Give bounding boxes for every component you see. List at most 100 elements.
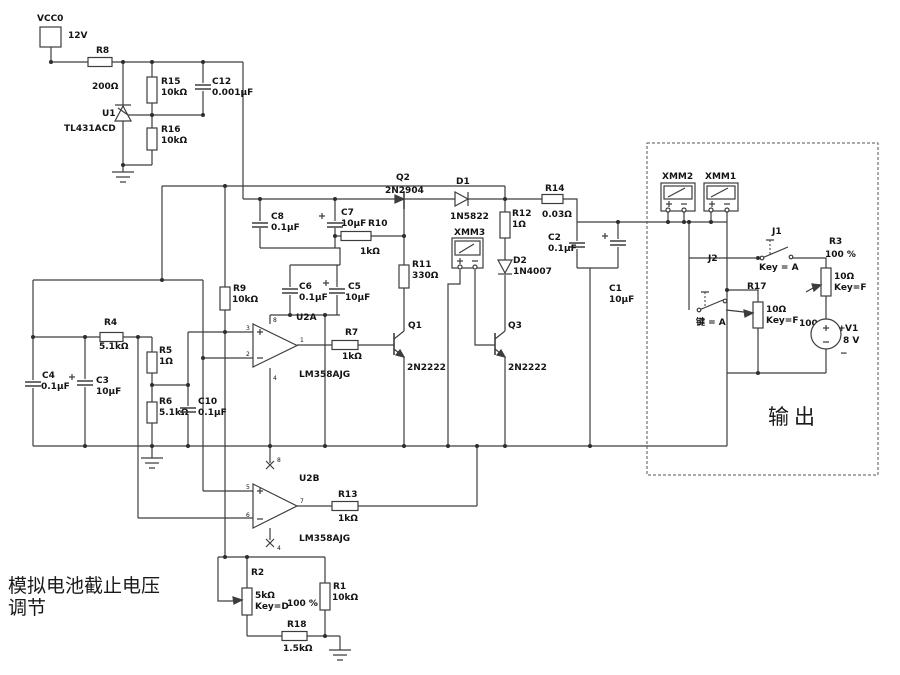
value-label: 1kΩ [360,247,380,257]
resistor-R6[interactable]: R6 5.1kΩ [146,397,189,424]
diode-D2[interactable]: D2 1N4007 [496,256,552,277]
pin-number: 2 [246,351,250,358]
resistor-R7[interactable]: R7 1kΩ [331,328,362,362]
ref-label: C10 [198,397,217,407]
ref-label: R17 [747,282,766,292]
power-source-vcc0[interactable]: VCC0 12V [37,14,88,48]
key-label: Key=D [255,602,289,612]
capacitor-C7[interactable]: C7 10μF [319,208,366,229]
value-label: 10μF [609,295,634,305]
resistor-R9[interactable]: R9 10kΩ [219,284,259,311]
transistor-Q3[interactable]: Q3 2N2222 [494,321,547,373]
ref-label: C7 [341,208,354,218]
polarity-plus-icon [323,280,329,286]
ref-label: XMM1 [705,172,736,182]
value-label: 1Ω [512,220,526,230]
resistor-R14[interactable]: R14 0.03Ω [541,184,572,220]
resistor-R5[interactable]: R5 1Ω [146,346,173,374]
ref-label: J1 [771,227,782,237]
ref-label: U2A [296,313,317,323]
switch-J2[interactable]: J2 键 = A [695,254,728,328]
pin-number: 5 [246,484,250,491]
capacitor-C4[interactable]: C4 0.1μF [25,371,70,392]
capacitor-C12[interactable]: C12 0.001μF [195,77,253,98]
capacitor-C8[interactable]: C8 0.1μF [252,212,300,233]
resistor-R18[interactable]: R18 1.5kΩ [281,620,313,654]
resistor-R15[interactable]: R15 10kΩ [146,76,188,104]
value-label: TL431ACD [64,124,116,134]
ref-label: J2 [707,254,718,264]
value-label: 1N5822 [450,212,489,222]
resistor-R11[interactable]: R11 330Ω [398,260,439,289]
transistor-Q2[interactable]: Q2 2N2904 [385,173,424,209]
key-label: Key=F [834,283,866,293]
pin-number: 1 [300,337,304,344]
capacitor-C5[interactable]: C5 10μF [323,280,370,303]
ref-label: R15 [161,77,180,87]
value-label: 2N2222 [508,363,547,373]
capacitor-C10[interactable]: C10 0.1μF [180,397,227,418]
resistor-R12[interactable]: R12 1Ω [499,209,531,239]
switch-J1[interactable]: J1 Key = A [759,227,799,273]
value-label: 5.1kΩ [99,342,129,352]
value-label: 1kΩ [342,352,362,362]
multimeter-XMM3[interactable]: XMM3 [451,228,485,270]
diode-D1[interactable]: D1 1N5822 [450,177,489,222]
pin-number: 8 [273,317,277,324]
transistor-Q1[interactable]: Q1 2N2222 [393,321,446,373]
opamp-U2B[interactable]: 5 6 7 8 4 U2B LM358AJG [246,457,350,552]
multimeter-XMM1[interactable]: XMM1 [703,172,739,213]
voltage-source-V1[interactable]: + V1 8 V − [810,318,859,359]
multimeter-XMM2[interactable]: XMM2 [660,172,696,213]
ref-label: R12 [512,209,531,219]
value-label: LM358AJG [299,534,350,544]
capacitor-C2[interactable]: C2 0.1μF [548,233,585,254]
capacitor-C3[interactable]: C3 10μF [69,374,121,397]
resistor-R1[interactable]: R1 10kΩ [319,582,359,611]
resistor-R16[interactable]: R16 10kΩ [146,125,188,151]
polarity-minus-label: − [840,349,848,359]
ref-label: XMM3 [454,228,485,238]
capacitor-C6[interactable]: C6 0.1μF [282,282,328,303]
potentiometer-R2[interactable]: R2 5kΩ Key=D 100 % [232,568,318,616]
ref-label: C5 [348,282,361,292]
ref-label: D2 [513,256,527,266]
ref-label: Q2 [396,173,410,183]
polarity-plus-icon [69,374,75,380]
pin-number: 6 [246,512,250,519]
ref-label: R11 [412,260,431,270]
ref-label: U2B [299,474,320,484]
value-label: 0.03Ω [542,210,572,220]
opamp-U2A[interactable]: 3 2 1 8 4 U2A LM358AJG [246,313,350,382]
ref-label: C3 [96,376,109,386]
junction-dots [31,60,760,638]
ref-label: R2 [251,568,264,578]
no-connect-x-icon [265,460,275,548]
polarity-plus-label: + [838,324,846,334]
percent-label: 100 % [825,250,856,260]
vcc0-net-label: VCC0 [37,14,63,24]
value-label: 1kΩ [338,514,358,524]
value-label: 5.1kΩ [159,408,189,418]
percent-label: 100 % [287,599,318,609]
cutoff-annotation-line1: 模拟电池截止电压 [8,575,160,597]
value-label: 10μF [96,387,121,397]
value-label: 8 V [843,336,859,346]
key-label: Key = A [759,263,799,273]
shunt-regulator-U1[interactable]: U1 TL431ACD [64,104,132,134]
resistor-R8[interactable]: R8 200Ω [87,46,119,92]
resistor-R4[interactable]: R4 5.1kΩ [99,318,129,352]
value-label: 0.1μF [299,293,328,303]
capacitor-C1[interactable]: C1 10μF [602,233,634,305]
potentiometer-R3[interactable]: R3 100 % 10Ω Key=F [811,237,866,297]
resistor-R10[interactable]: R10 1kΩ [340,219,387,257]
value-label: 330Ω [412,271,439,281]
ref-label: D1 [456,177,470,187]
ref-label: R16 [161,125,180,135]
value-label: 1N4007 [513,267,552,277]
output-annotation: 输出 [768,405,820,429]
resistor-R13[interactable]: R13 1kΩ [331,490,359,524]
output-section-box [646,142,879,476]
key-label: Key=F [766,316,798,326]
value-label: 10μF [345,293,370,303]
